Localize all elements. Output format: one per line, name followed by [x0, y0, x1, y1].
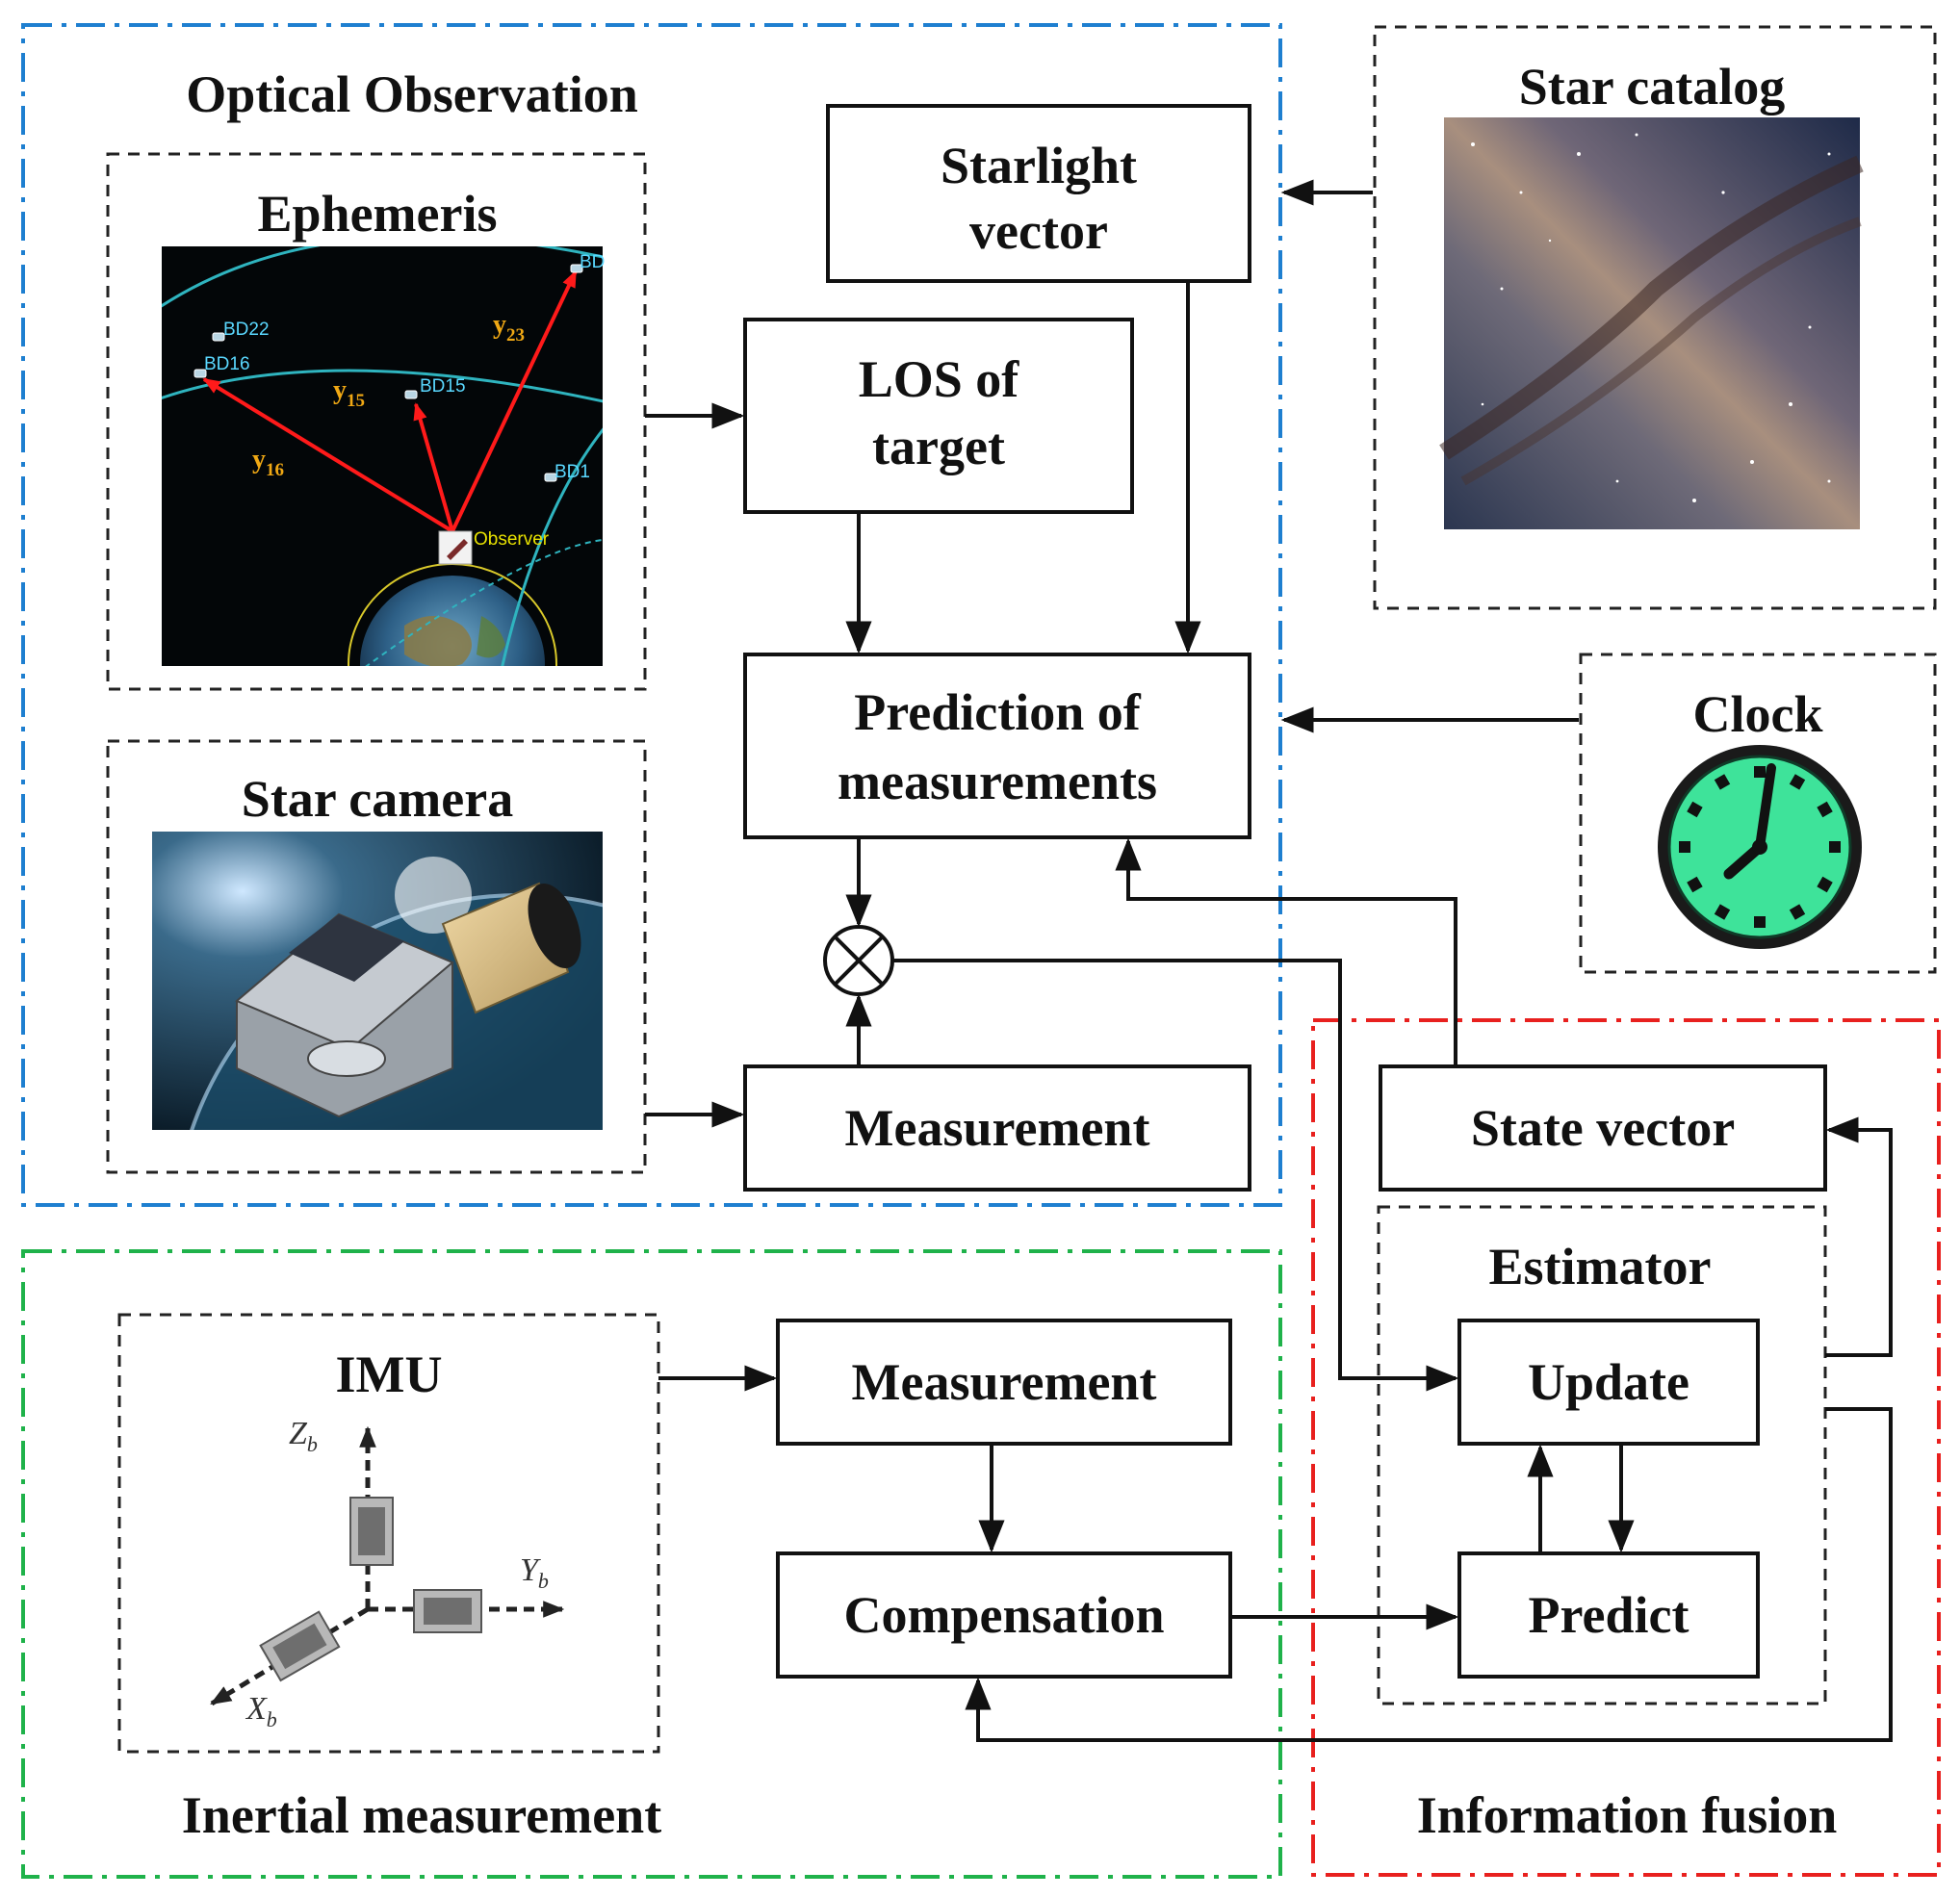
state-vector-block: [1379, 1064, 1827, 1192]
prediction-label: Prediction of: [854, 683, 1141, 741]
information-fusion-title: Information fusion: [1417, 1786, 1838, 1844]
predict-block: [1457, 1551, 1760, 1679]
connector-state-to-prediction: [1115, 837, 1457, 1066]
range-label-y15: y15: [333, 375, 365, 411]
clock-title: Clock: [1693, 685, 1823, 743]
optical-measurement-label: Measurement: [845, 1099, 1150, 1157]
satellite-label-bd16: BD16: [204, 354, 250, 374]
y-axis-label: Yb: [520, 1552, 549, 1593]
ephemeris-image: BD22 BD16 BD15 BD1 BD Observer y23 y15 y…: [162, 246, 605, 666]
connector-estimator-to-state: [1825, 1116, 1893, 1357]
clock-box: [1579, 653, 1937, 974]
update-block: [1457, 1319, 1760, 1446]
satellite-label-bd22: BD22: [223, 320, 270, 340]
clock-hour-tick: [1679, 841, 1690, 853]
clock-hour-tick: [1714, 774, 1731, 790]
range-label-y16: y16: [252, 445, 284, 480]
imu-title: IMU: [336, 1346, 443, 1403]
clock-hour-tick: [1829, 841, 1841, 853]
compensation-label: Compensation: [843, 1586, 1164, 1644]
inertial-measurement-block: [776, 1319, 1232, 1446]
estimator-box: [1377, 1205, 1827, 1705]
compensation-block: [776, 1551, 1232, 1679]
starlight-vector-block: [826, 104, 1251, 283]
inertial-measurement-region: [21, 1249, 1282, 1879]
range-label-y23: y23: [493, 310, 525, 346]
prediction-of-measurements-block: [743, 653, 1251, 839]
satellite-label-bd1: BD1: [554, 462, 590, 482]
clock-hour-tick: [1687, 876, 1703, 893]
imu-axes-illustration: Zb Yb Xb: [210, 1416, 565, 1731]
clock-hour-tick: [1789, 904, 1806, 920]
star-camera-title: Star camera: [242, 770, 513, 828]
observer-label: Observer: [474, 529, 550, 550]
ephemeris-box: [106, 152, 647, 691]
clock-icon: [1658, 745, 1862, 949]
clock-hour-tick: [1687, 801, 1703, 818]
satellite-label-bd: BD: [580, 252, 605, 272]
starlight-vector-label: Starlight: [941, 137, 1137, 194]
star-catalog-box: [1373, 25, 1937, 610]
satellite-label-bd15: BD15: [420, 376, 466, 397]
comparator-node: [823, 925, 894, 996]
x-axis-label: Xb: [245, 1691, 277, 1731]
los-of-target-block: [743, 318, 1134, 514]
los-of-target-label-2: target: [872, 418, 1005, 475]
connector-comparator-to-update: [892, 959, 1459, 1392]
imu-box: [117, 1313, 660, 1754]
clock-hour-tick: [1817, 801, 1833, 818]
star-camera-image: [152, 832, 603, 1130]
optical-measurement-block: [743, 1064, 1251, 1192]
inertial-measurement-title: Inertial measurement: [182, 1786, 661, 1844]
z-axis-label: Zb: [289, 1416, 318, 1456]
star-camera-box: [106, 739, 647, 1174]
clock-hour-tick: [1714, 904, 1731, 920]
star-catalog-title: Star catalog: [1519, 58, 1785, 115]
clock-hour-tick: [1754, 916, 1766, 928]
starlight-vector-label-2: vector: [969, 202, 1108, 260]
connector-estimator-to-compensation: [965, 1407, 1893, 1742]
clock-hour-tick: [1817, 876, 1833, 893]
update-label: Update: [1528, 1353, 1689, 1411]
inertial-measurement-label: Measurement: [852, 1353, 1157, 1411]
state-vector-label: State vector: [1471, 1099, 1735, 1157]
milky-way-image: [1439, 117, 1864, 529]
clock-hour-tick: [1789, 774, 1806, 790]
ephemeris-title: Ephemeris: [258, 185, 498, 243]
clock-hour-tick: [1754, 766, 1766, 778]
los-of-target-label: LOS of: [859, 350, 1020, 408]
estimator-title: Estimator: [1489, 1238, 1712, 1295]
optical-observation-title: Optical Observation: [186, 65, 638, 123]
predict-label: Predict: [1529, 1586, 1689, 1644]
prediction-label-2: measurements: [838, 753, 1157, 810]
